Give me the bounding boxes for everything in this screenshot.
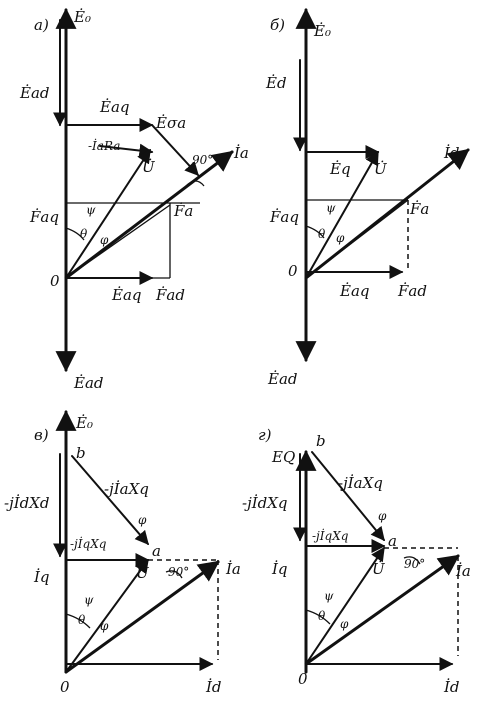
ia-label: İa bbox=[233, 144, 249, 162]
panel-b-tag: б) bbox=[270, 16, 285, 34]
phi-b-label: φ bbox=[336, 231, 345, 245]
panel-d: г) EQ b -jİdXq -jİaXq φ -jİqXq a U̇ İa İ… bbox=[242, 426, 471, 696]
angle-d-label: 90° bbox=[404, 557, 425, 571]
theta-d-label: θ bbox=[318, 609, 326, 623]
panel-b: б) Ė₀ Ėd Ėad Ėq U̇ İd Ḟa Ḟaq Ėaq Ḟad ψ θ… bbox=[265, 7, 470, 388]
iara-label: -İaRa bbox=[88, 138, 120, 153]
a-d-label: a bbox=[388, 532, 397, 550]
c-angle-arc bbox=[165, 570, 183, 579]
jiaxq-d-label: -jİaXq bbox=[338, 474, 383, 492]
fad-b-label: Ḟad bbox=[397, 282, 427, 300]
id-label: İd bbox=[443, 144, 460, 162]
theta-c-label: θ bbox=[78, 613, 86, 627]
psi-c-label: ψ bbox=[84, 593, 94, 607]
ia-c-label: İa bbox=[225, 560, 241, 578]
panel-c: в) Ė₀ b -jİdXd -jİaXq φ -jİqXq a U̇ İa İ… bbox=[4, 409, 241, 696]
id-c-label: İd bbox=[205, 678, 222, 696]
u-b-label: U̇ bbox=[374, 160, 388, 178]
iq-d-label: İq bbox=[271, 560, 288, 578]
u-d-label: U̇ bbox=[372, 560, 386, 578]
eq-label: Ėq bbox=[329, 160, 351, 178]
jiqxq-label: -jİqXq bbox=[70, 536, 107, 551]
panel-d-tag: г) bbox=[258, 426, 272, 444]
faq-label: Ḟaq bbox=[29, 208, 59, 226]
phi-d-label: φ bbox=[378, 509, 387, 523]
angle-c-label: 90° bbox=[168, 565, 189, 579]
jidxq-label: -jİdXq bbox=[242, 494, 288, 512]
esa-label: Ėσa bbox=[155, 114, 186, 132]
d-angle-arc bbox=[403, 556, 421, 565]
fad-label: Ḟad bbox=[155, 286, 185, 304]
id-d-label: İd bbox=[443, 678, 460, 696]
ia-c-vector bbox=[64, 560, 220, 674]
u-c-vector bbox=[65, 558, 149, 673]
u-vector bbox=[65, 148, 151, 279]
a-c-label: a bbox=[152, 542, 161, 560]
psi-b-label: ψ bbox=[326, 201, 336, 215]
ead-label: Ėad bbox=[19, 84, 50, 102]
phi-c-label: φ bbox=[138, 513, 147, 527]
fa-b-label: Ḟa bbox=[409, 200, 429, 218]
eaq-top-label: Ėaq bbox=[99, 98, 130, 116]
phi2-d-label: φ bbox=[340, 617, 349, 631]
panel-c-tag: в) bbox=[34, 426, 49, 444]
jiaxq-label: -jİaXq bbox=[104, 480, 149, 498]
origin-c: 0 bbox=[60, 678, 70, 696]
esa-vector bbox=[151, 124, 199, 177]
ia-d-label: İa bbox=[455, 562, 471, 580]
phi2-c-label: φ bbox=[100, 619, 109, 633]
e0-label: Ė₀ bbox=[73, 8, 91, 26]
jiqxq-d-label: -jİqXq bbox=[312, 528, 349, 543]
ead-bottom-label: Ėad bbox=[73, 374, 104, 392]
eaq-bottom-label: Ėaq bbox=[111, 286, 142, 304]
fa-vector bbox=[65, 204, 171, 279]
angle-label: 90° bbox=[192, 153, 213, 167]
fa-b-vector bbox=[305, 199, 409, 279]
psi-b-arc bbox=[305, 225, 325, 239]
c-psi-arc bbox=[65, 613, 91, 629]
ead-b-label: Ėad bbox=[267, 370, 298, 388]
origin-d: 0 bbox=[298, 670, 308, 688]
b-c-label: b bbox=[76, 444, 86, 462]
d-psi-arc bbox=[305, 609, 331, 625]
e0-b-label: Ė₀ bbox=[313, 22, 331, 40]
origin-a: 0 bbox=[50, 272, 60, 290]
origin-b: 0 bbox=[288, 262, 298, 280]
panel-a: а) Ė₀ Ėad Ėad Ėaq Ėσa -İaRa U̇ İa 90° Ḟa bbox=[19, 7, 249, 392]
ed-label: Ėd bbox=[265, 74, 287, 92]
e0-c-label: Ė₀ bbox=[75, 414, 93, 432]
psi-d-label: ψ bbox=[324, 589, 334, 603]
phi-label: φ bbox=[100, 233, 109, 247]
u-b-vector bbox=[305, 150, 379, 279]
eaq-b-label: Ėaq bbox=[339, 282, 370, 300]
jidxd-label: -jİdXd bbox=[4, 494, 50, 512]
fa-label: Ḟa bbox=[173, 202, 193, 220]
jiaxq-d-vector bbox=[311, 451, 385, 542]
faq-b-label: Ḟaq bbox=[269, 208, 299, 226]
panel-a-tag: а) bbox=[34, 16, 49, 34]
b-d-label: b bbox=[316, 432, 326, 450]
psi-label: ψ bbox=[86, 203, 96, 217]
u-label: U̇ bbox=[142, 158, 156, 176]
right-angle-arc bbox=[185, 180, 205, 187]
theta-label: θ bbox=[80, 227, 88, 241]
ia-d-vector bbox=[304, 554, 460, 666]
u-d-vector bbox=[305, 546, 385, 665]
psi-arc bbox=[65, 227, 85, 241]
jiaxq-vector bbox=[71, 455, 149, 546]
eq-d-label: EQ bbox=[271, 448, 295, 466]
iq-c-label: İq bbox=[33, 568, 50, 586]
ia-vector bbox=[64, 150, 234, 280]
u-c-label: U̇ bbox=[136, 564, 150, 582]
theta-b-label: θ bbox=[318, 227, 326, 241]
